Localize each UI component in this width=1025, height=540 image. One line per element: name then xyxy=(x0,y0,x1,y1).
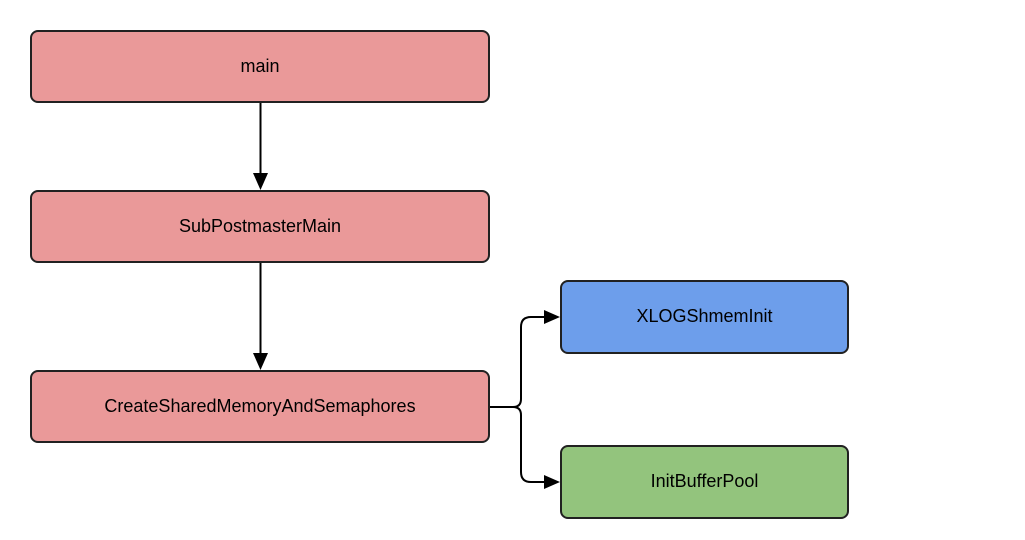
edge-subpostmastermain-to-createsharedmemory xyxy=(253,263,268,370)
node-init-buffer-pool-label: InitBufferPool xyxy=(650,471,759,492)
node-sub-postmaster-main-label: SubPostmasterMain xyxy=(178,215,342,236)
node-create-shared-memory-and-semaphores: CreateSharedMemoryAndSemaphores xyxy=(30,370,490,443)
edge-main-to-subpostmastermain xyxy=(253,103,268,190)
edge-createsharedmemory-to-xlogshmeminit xyxy=(490,310,560,408)
node-xlog-shmem-init-label: XLOGShmemInit xyxy=(636,306,773,327)
node-main: main xyxy=(30,30,490,103)
node-main-label: main xyxy=(240,55,280,76)
node-init-buffer-pool: InitBufferPool xyxy=(560,445,849,519)
node-sub-postmaster-main: SubPostmasterMain xyxy=(30,190,490,263)
edge-createsharedmemory-to-initbufferpool xyxy=(490,406,560,489)
node-xlog-shmem-init: XLOGShmemInit xyxy=(560,280,849,354)
node-create-shared-memory-and-semaphores-label: CreateSharedMemoryAndSemaphores xyxy=(104,395,416,416)
